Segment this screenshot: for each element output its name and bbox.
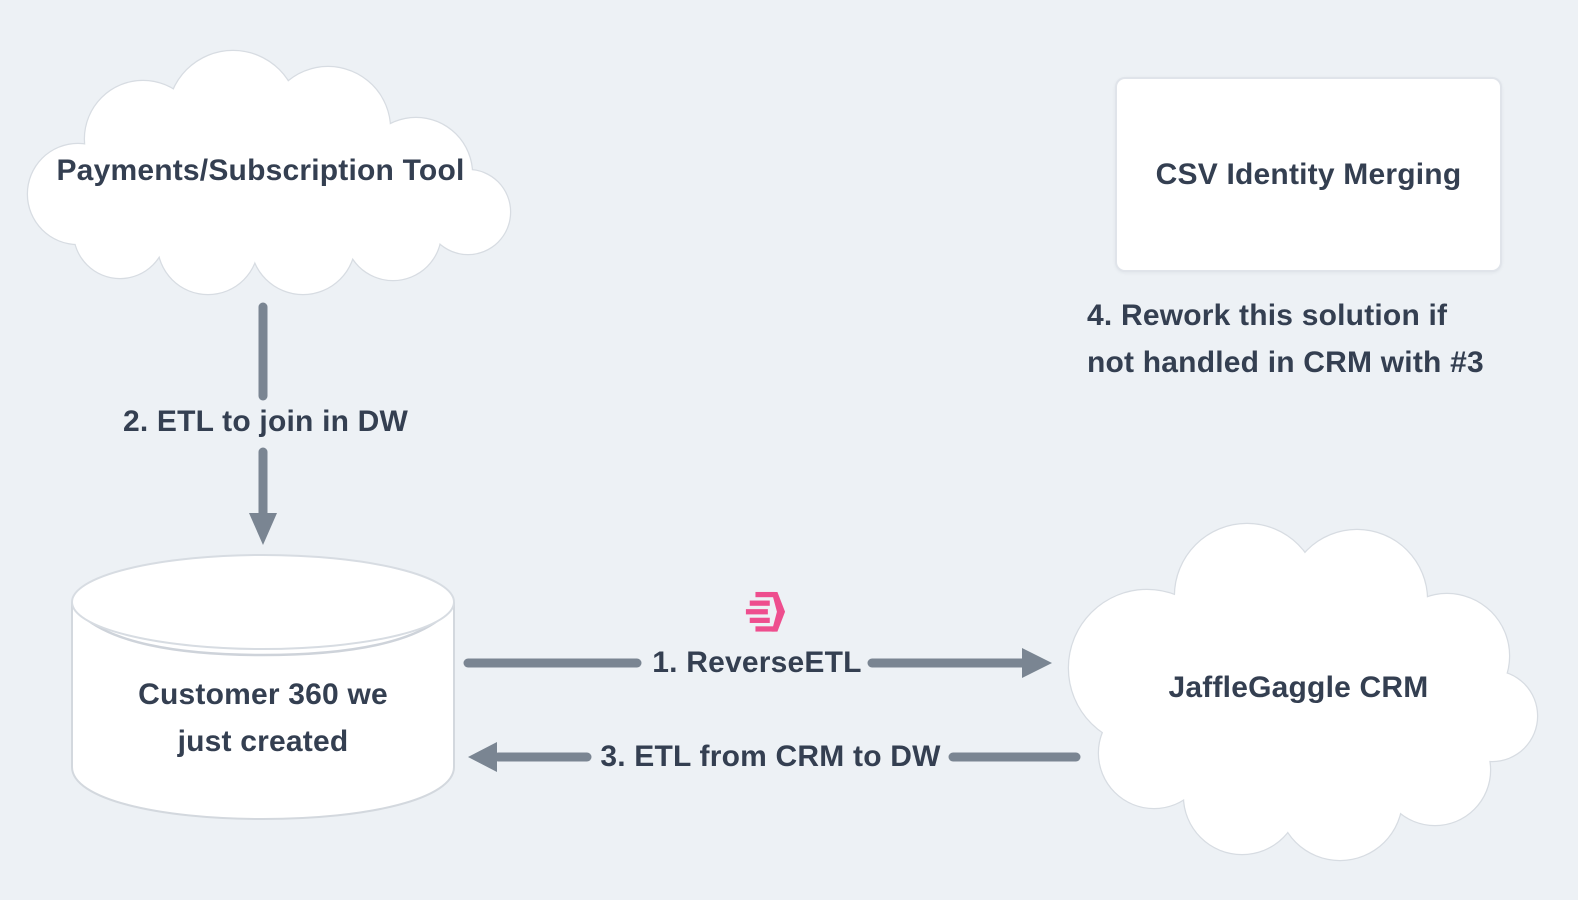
csv-identity-box-label: CSV Identity Merging: [1155, 157, 1462, 191]
customer360-label-line-1: Customer 360 we: [138, 678, 388, 711]
customer360-label-line-2: just created: [177, 725, 349, 758]
arrow-reverse-etl: [463, 648, 1052, 678]
census-logo-icon: [745, 591, 786, 632]
arrow-etl-from-crm: [468, 742, 1081, 772]
crm-cloud-label: JaffleGaggle CRM: [1168, 671, 1429, 704]
edge-label-etl-to-join-in-dw: 2. ETL to join in DW: [122, 405, 409, 438]
payments-cloud-label: Payments/Subscription Tool: [56, 154, 465, 187]
arrow-etl-to-join-in-dw: [249, 302, 277, 545]
csv-identity-box: CSV Identity Merging: [1115, 77, 1502, 272]
rework-note-line-2: not handled in CRM with #3: [1087, 346, 1484, 379]
customer360-cylinder-shape: [71, 554, 455, 821]
rework-note: 4. Rework this solution if not handled i…: [1087, 292, 1527, 386]
customer360-cylinder-label: Customer 360 we just created: [71, 671, 455, 765]
edge-label-reverse-etl: 1. ReverseETL: [652, 646, 862, 679]
rework-note-line-1: 4. Rework this solution if: [1087, 299, 1448, 332]
edge-label-etl-from-crm: 3. ETL from CRM to DW: [600, 740, 941, 773]
